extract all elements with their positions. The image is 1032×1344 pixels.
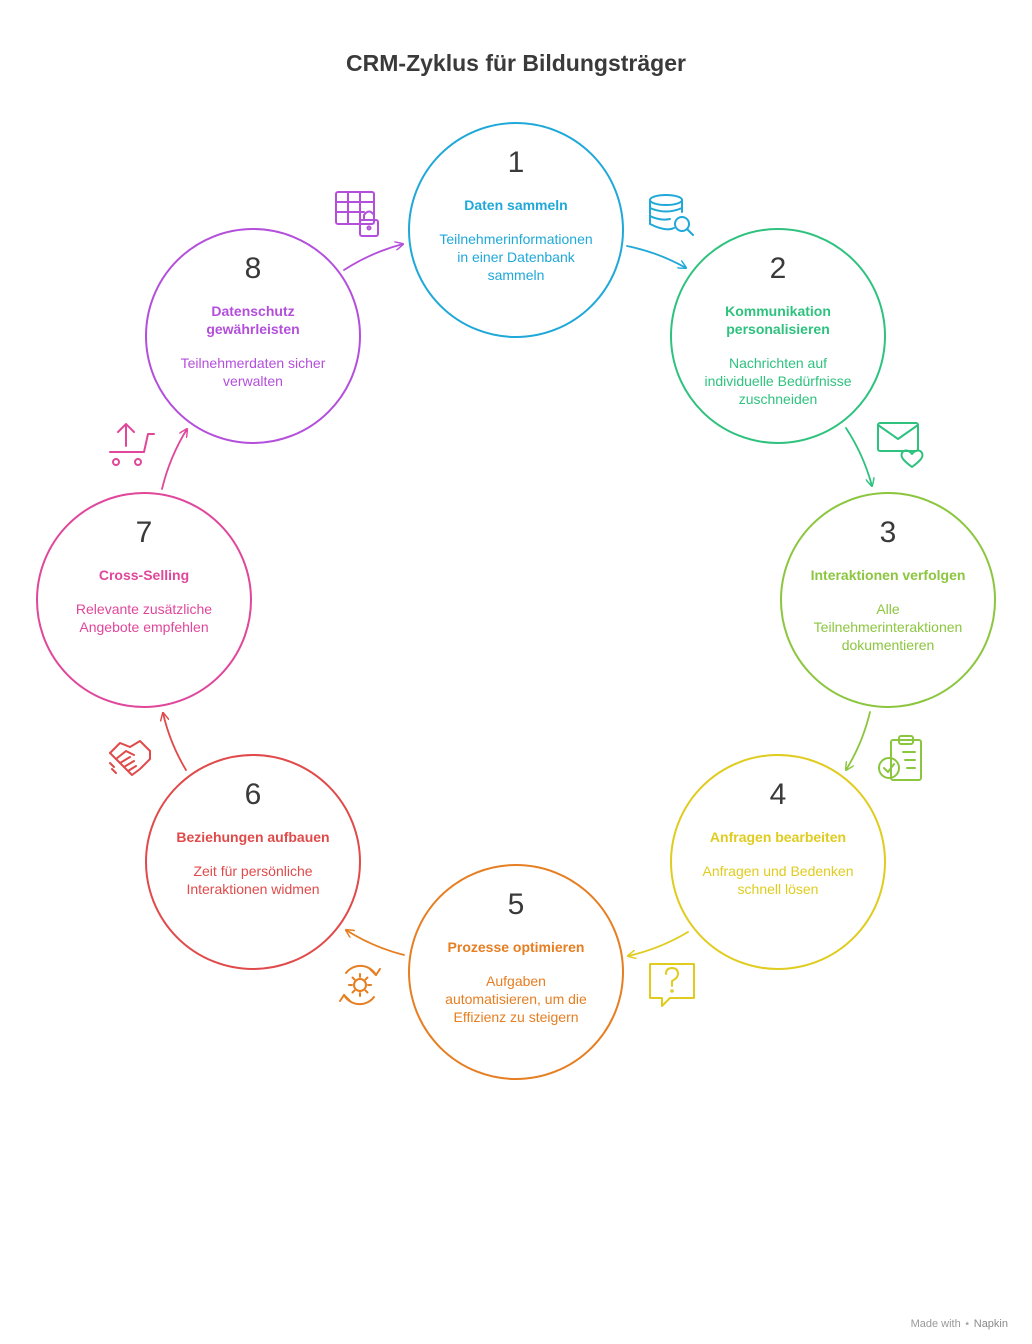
step-circle — [408, 864, 624, 1080]
arrow-3-to-next — [846, 711, 871, 770]
step-circle — [408, 122, 624, 338]
cycle-arrows — [162, 244, 872, 956]
clipboard-check-icon — [878, 735, 922, 781]
step-description: Aufgaben — [486, 973, 546, 989]
step-title: Beziehungen aufbauen — [176, 829, 329, 845]
table-lock-icon — [335, 191, 379, 237]
step-circle — [780, 492, 996, 708]
handshake-icon — [109, 740, 151, 776]
step-title: Anfragen bearbeiten — [710, 829, 846, 845]
cycle-icons — [109, 191, 924, 1007]
step-title: gewährleisten — [206, 321, 299, 337]
page-title: CRM-Zyklus für Bildungsträger — [346, 50, 686, 76]
napkin-logo-icon: ⋆ — [963, 1318, 971, 1330]
step-circle — [670, 228, 886, 444]
step-description: Angebote empfehlen — [79, 619, 208, 635]
step-title: personalisieren — [726, 321, 830, 337]
step-number: 1 — [508, 146, 525, 179]
step-number: 3 — [880, 516, 897, 549]
step-number: 2 — [770, 252, 787, 285]
gear-cycle-icon — [339, 964, 381, 1006]
made-with-label: Made with — [910, 1318, 961, 1330]
database-search-icon — [649, 194, 694, 236]
step-title: Kommunikation — [725, 303, 831, 319]
step-description: automatisieren, um die — [445, 991, 587, 1007]
step-number: 4 — [770, 778, 787, 811]
arrow-6-to-next — [163, 713, 187, 771]
step-description: Anfragen und Bedenken — [702, 863, 853, 879]
step-number: 8 — [245, 252, 262, 285]
step-number: 7 — [136, 516, 153, 549]
step-description: Nachrichten auf — [729, 355, 827, 371]
step-description: Zeit für persönliche — [193, 863, 312, 879]
arrow-2-to-next — [845, 427, 872, 486]
step-description: zuschneiden — [739, 391, 818, 407]
step-description: Interaktionen widmen — [186, 881, 319, 897]
step-circle — [145, 228, 361, 444]
brand-name: Napkin — [973, 1318, 1008, 1330]
step-description: Effizienz zu steigern — [453, 1009, 578, 1025]
step-description: verwalten — [223, 373, 283, 389]
step-description: schnell lösen — [738, 881, 819, 897]
step-description: Relevante zusätzliche — [76, 601, 212, 617]
step-number: 6 — [245, 778, 262, 811]
arrow-5-to-next — [346, 930, 405, 956]
arrow-4-to-next — [628, 931, 689, 956]
step-circle — [670, 754, 886, 970]
step-description: Teilnehmerinteraktionen — [814, 619, 963, 635]
cart-upload-icon — [109, 423, 155, 466]
step-description: Alle — [876, 601, 900, 617]
step-title: Prozesse optimieren — [448, 939, 585, 955]
step-description: individuelle Bedürfnisse — [704, 373, 851, 389]
question-bubble-icon — [649, 963, 695, 1007]
step-circle — [145, 754, 361, 970]
step-title: Interaktionen verfolgen — [811, 567, 966, 583]
arrow-8-to-next — [343, 244, 403, 271]
step-description: sammeln — [488, 267, 545, 283]
mail-heart-icon — [877, 422, 924, 468]
arrow-7-to-next — [161, 429, 187, 490]
arrow-1-to-next — [626, 245, 686, 268]
step-description: in einer Datenbank — [457, 249, 576, 265]
step-title: Datenschutz — [211, 303, 294, 319]
step-circle — [36, 492, 252, 708]
step-number: 5 — [508, 888, 525, 921]
footer-credit: Made with ⋆ Napkin — [911, 1317, 1008, 1330]
step-description: Teilnehmerinformationen — [439, 231, 592, 247]
step-description: Teilnehmerdaten sicher — [181, 355, 326, 371]
step-title: Cross-Selling — [99, 567, 189, 583]
step-description: dokumentieren — [842, 637, 935, 653]
step-title: Daten sammeln — [464, 197, 567, 213]
